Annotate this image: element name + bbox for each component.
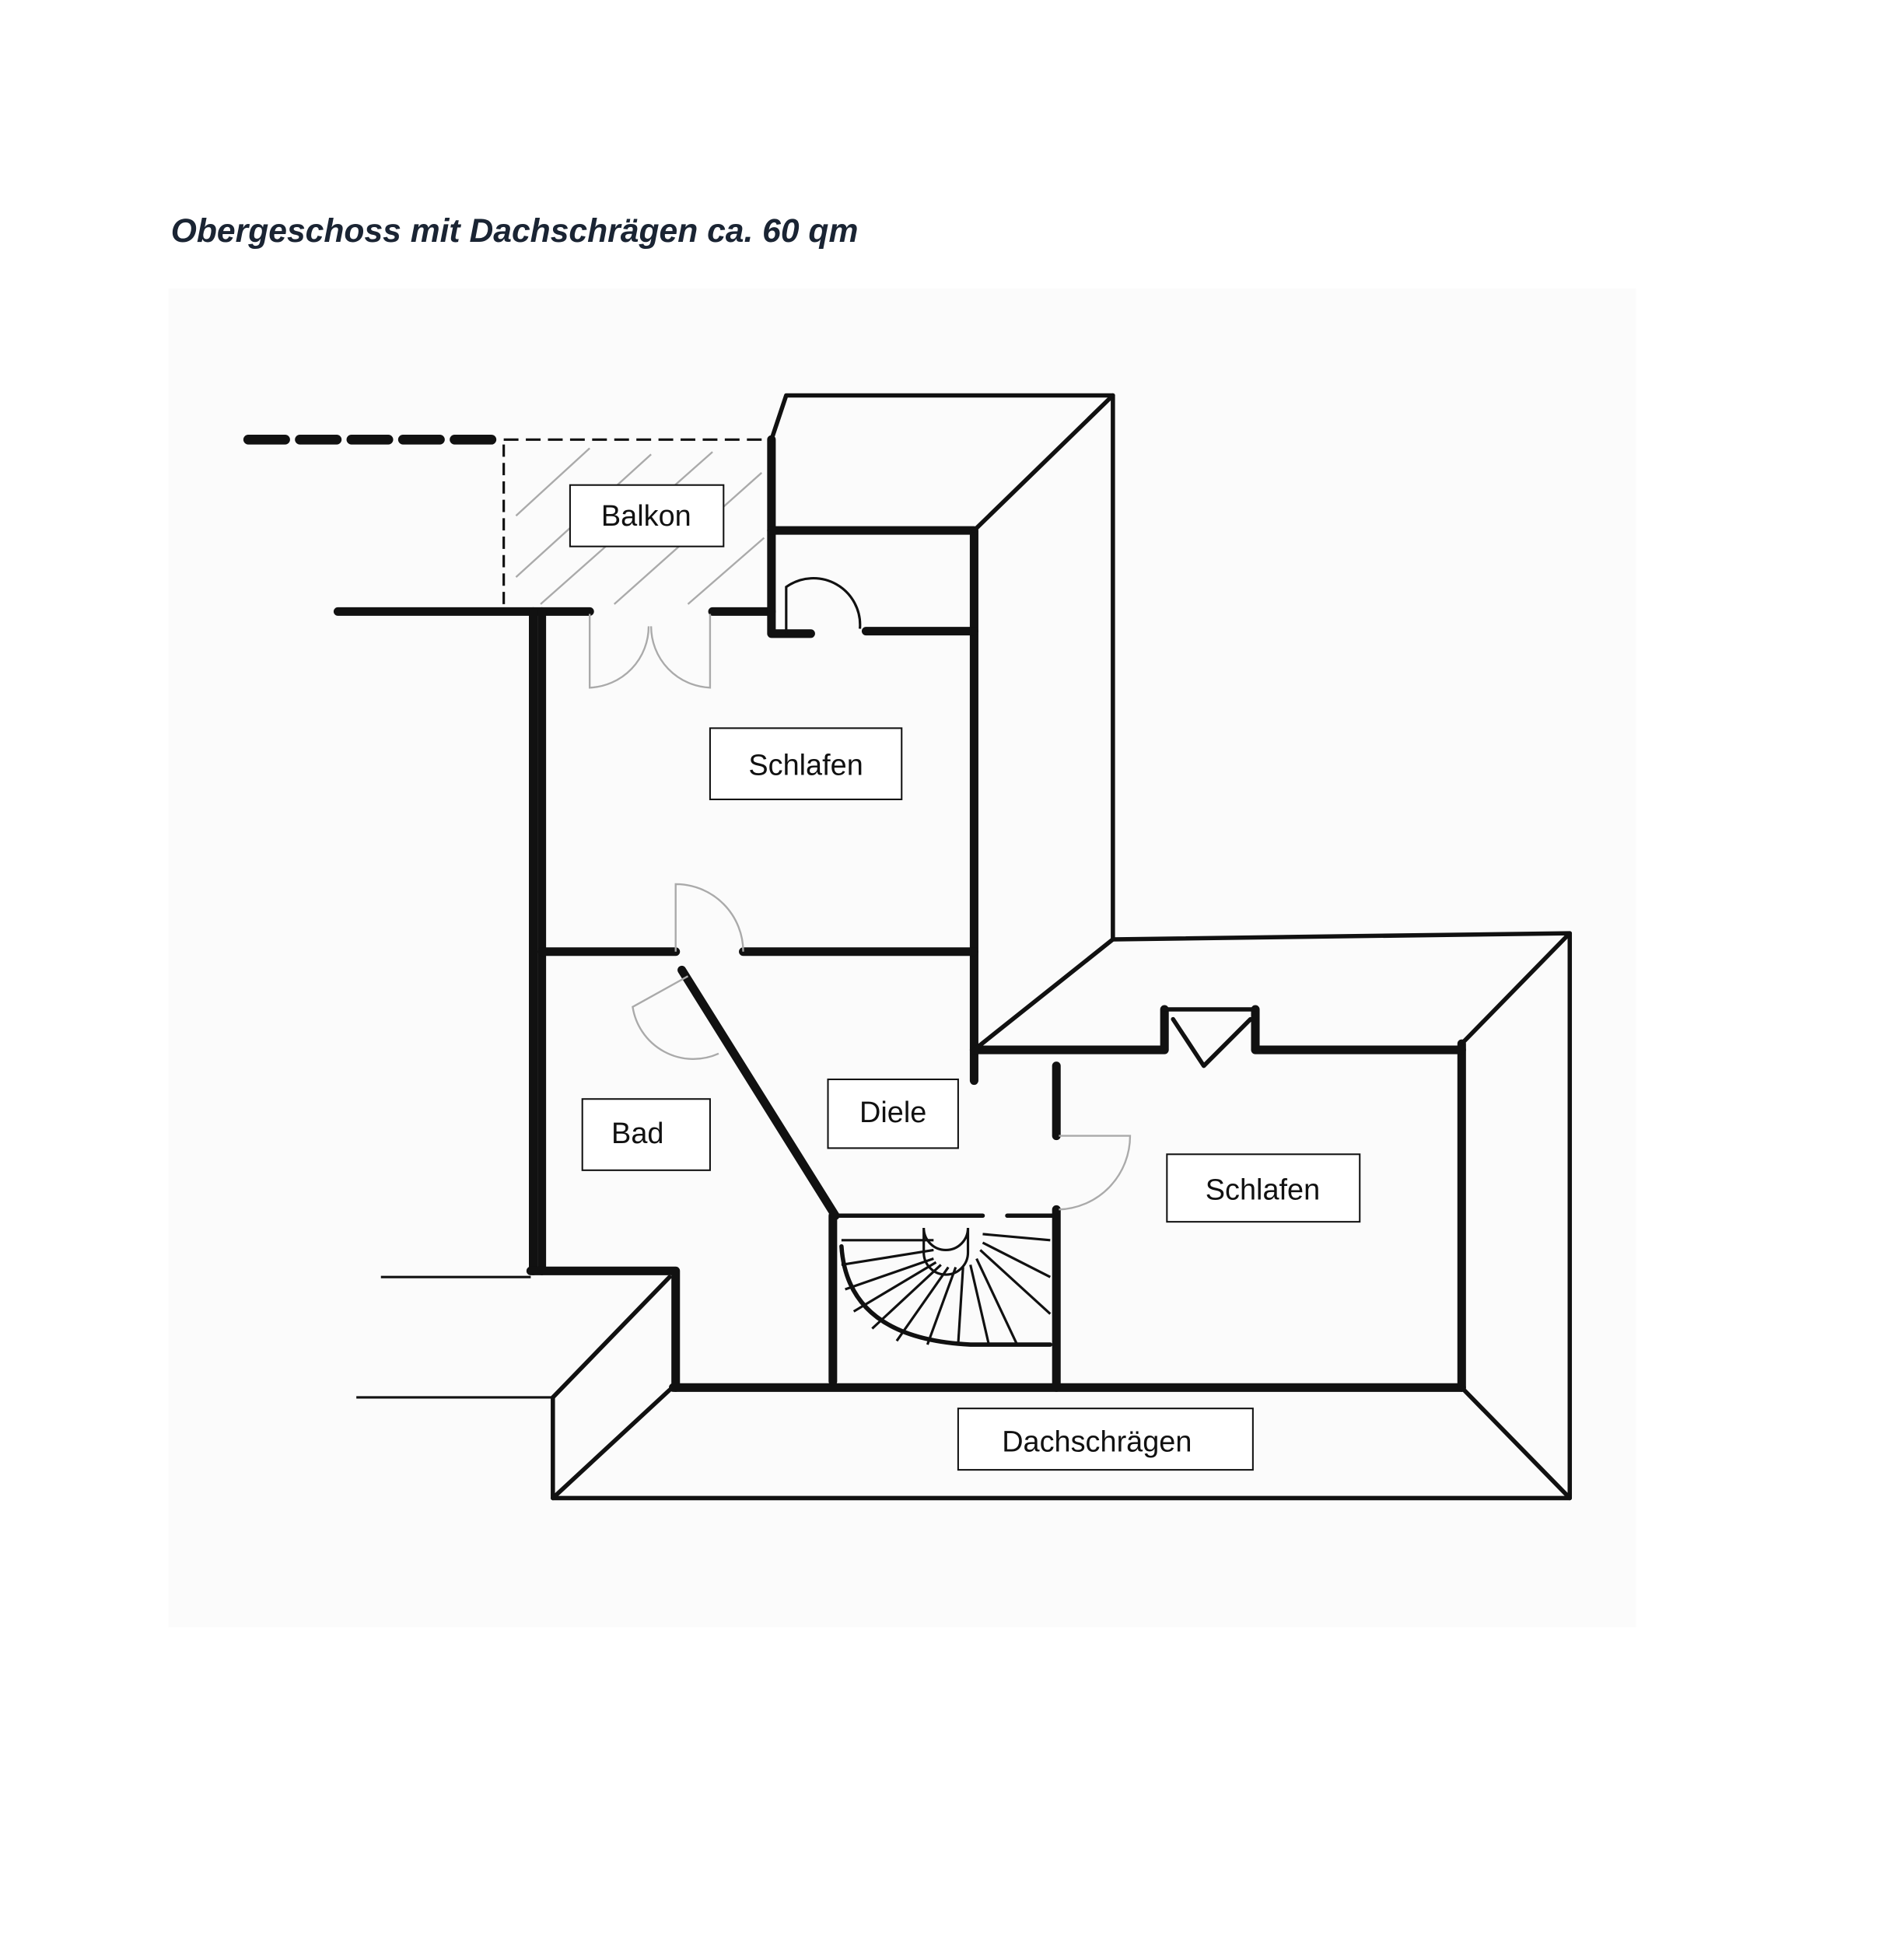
room-balkon: Balkon bbox=[569, 484, 725, 547]
room-label-schlafen-2: Schlafen bbox=[1206, 1174, 1320, 1207]
room-schlafen-1: Schlafen bbox=[709, 727, 903, 800]
plan-title: Obergeschoss mit Dachschrägen ca. 60 qm bbox=[171, 212, 859, 250]
room-label-balkon: Balkon bbox=[601, 500, 691, 533]
room-diele: Diele bbox=[827, 1078, 959, 1149]
staircase bbox=[839, 1228, 1053, 1347]
room-label-diele: Diele bbox=[859, 1096, 926, 1129]
room-schlafen-2: Schlafen bbox=[1166, 1153, 1361, 1223]
room-label-schlafen: Schlafen bbox=[748, 749, 863, 782]
room-bad: Bad bbox=[581, 1098, 711, 1171]
room-dachschraegen: Dachschrägen bbox=[957, 1408, 1254, 1471]
room-label-dachschraegen: Dachschrägen bbox=[1002, 1425, 1192, 1458]
doors bbox=[588, 576, 1132, 1211]
room-label-bad: Bad bbox=[611, 1117, 663, 1150]
roof-slopes bbox=[356, 393, 1573, 1501]
paper-background bbox=[168, 289, 1636, 1628]
